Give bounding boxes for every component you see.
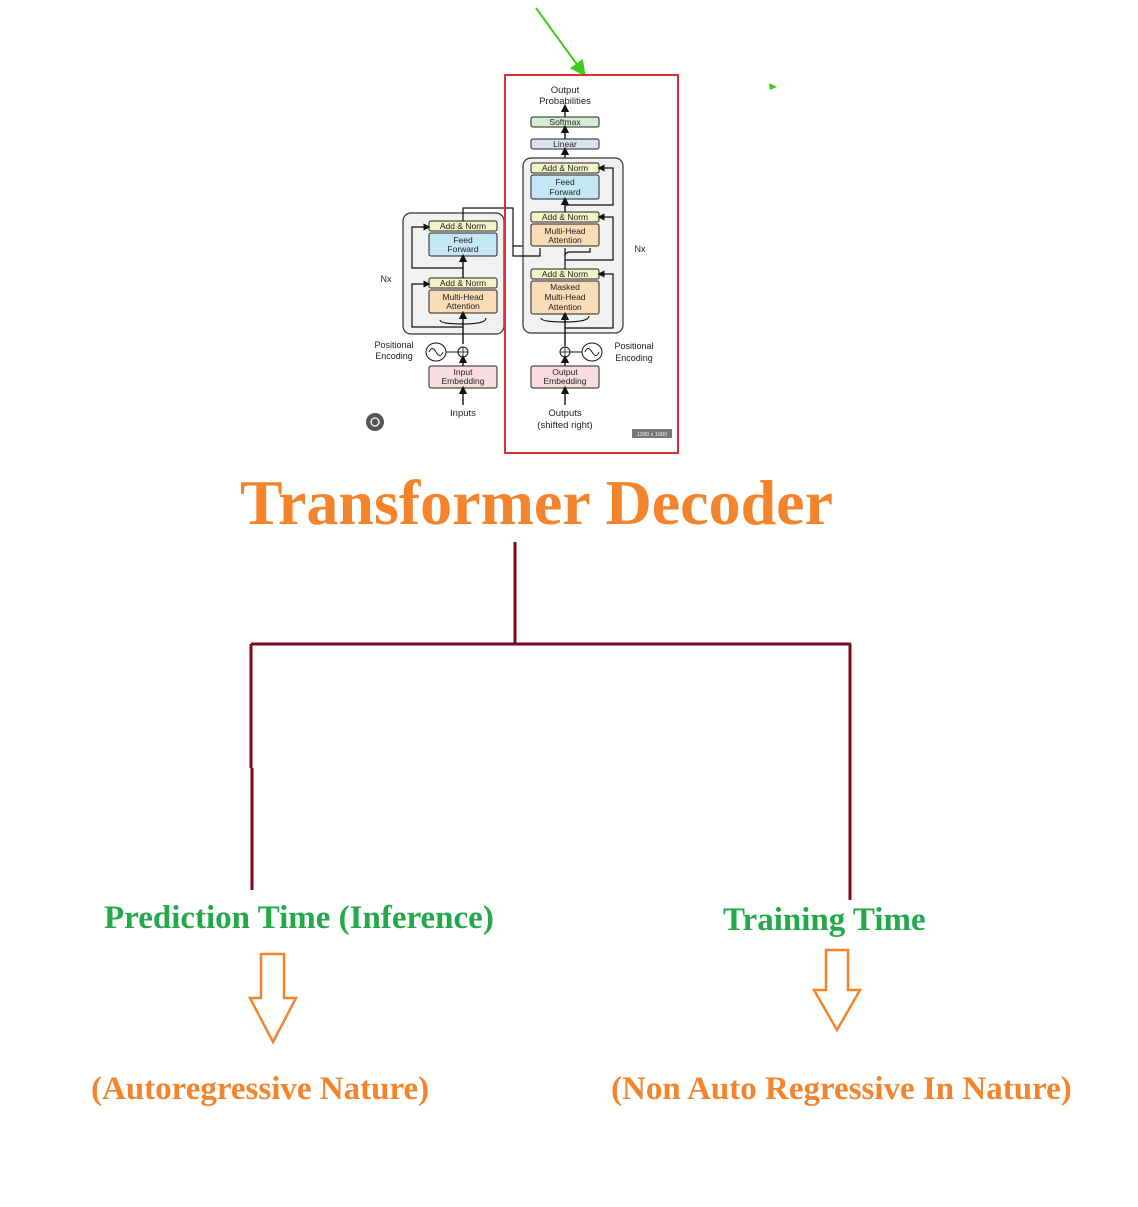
decoder-feed-forward-label-1: Feed (555, 177, 575, 187)
decoder-cross-attention-box (530, 223, 600, 247)
decoder-add-norm-2-label: Add & Norm (542, 212, 588, 222)
encoder-stack: Add & Norm Feed Forward Add & Norm Multi… (374, 207, 530, 419)
decoder-add-norm-3-label: Add & Norm (542, 269, 588, 279)
encoder-nx-label: Nx (381, 274, 392, 284)
decoder-cross-attention-label-1: Multi-Head (544, 226, 585, 236)
softmax-label: Softmax (549, 117, 581, 127)
decoder-masked-attention-label-2: Multi-Head (544, 292, 585, 302)
inputs-label: Inputs (450, 408, 476, 419)
decoder-masked-attention-label-1: Masked (550, 282, 580, 292)
encoder-feed-forward-label-1: Feed (453, 235, 473, 245)
encoder-add-norm-bottom-label: Add & Norm (440, 278, 486, 288)
decoder-feed-forward-label-2: Forward (549, 187, 580, 197)
output-probabilities-label-1: Output (551, 85, 580, 96)
branch-label-training: Training Time (723, 902, 926, 938)
encoder-attention-label-1: Multi-Head (442, 292, 483, 302)
green-pointer-icon (769, 83, 777, 90)
decoder-highlight-box (504, 74, 679, 454)
encoder-positional-label-1: Positional (374, 340, 413, 350)
decoder-cross-attention-label-2: Attention (548, 235, 582, 245)
transformer-architecture-figure: Add & Norm Feed Forward Add & Norm Multi… (366, 7, 777, 454)
output-probabilities-label-2: Probabilities (539, 96, 591, 107)
input-embedding-label-2: Embedding (441, 376, 484, 386)
encoder-add-norm-top-label: Add & Norm (440, 221, 486, 231)
outputs-label-1: Outputs (548, 408, 582, 419)
result-label-non-autoregressive: (Non Auto Regressive In Nature) (611, 1071, 1072, 1107)
left-down-arrow-icon (248, 952, 299, 1045)
decoder-add-norm-1-label: Add & Norm (542, 163, 588, 173)
input-embedding-label-1: Input (454, 367, 474, 377)
encoder-attention-label-2: Attention (446, 301, 480, 311)
decoder-positional-label-2: Encoding (615, 353, 653, 363)
image-size-badge (632, 429, 672, 438)
output-embedding-label-1: Output (552, 367, 578, 377)
right-down-arrow-icon (812, 948, 863, 1033)
encoder-feed-forward-label-2: Forward (447, 244, 478, 254)
lens-icon (366, 413, 384, 431)
decoder-stack: Output Probabilities Softmax Linear Add … (512, 85, 672, 438)
output-embedding-label-2: Embedding (543, 376, 586, 386)
image-size-badge-label: 1280 x 1680 (637, 432, 667, 438)
encoder-positional-label-2: Encoding (375, 351, 413, 361)
tree-connectors (249, 542, 852, 900)
decoder-positional-label-1: Positional (614, 341, 653, 351)
decoder-nx-label: Nx (635, 244, 646, 254)
decoder-masked-attention-label-3: Attention (548, 302, 582, 312)
result-label-autoregressive: (Autoregressive Nature) (91, 1071, 430, 1107)
outputs-label-2: (shifted right) (537, 420, 592, 431)
diagram-title: Transformer Decoder (240, 467, 833, 538)
linear-label: Linear (553, 139, 577, 149)
branch-label-prediction: Prediction Time (Inference) (104, 900, 494, 936)
annotation-arrow-icon (535, 7, 586, 77)
